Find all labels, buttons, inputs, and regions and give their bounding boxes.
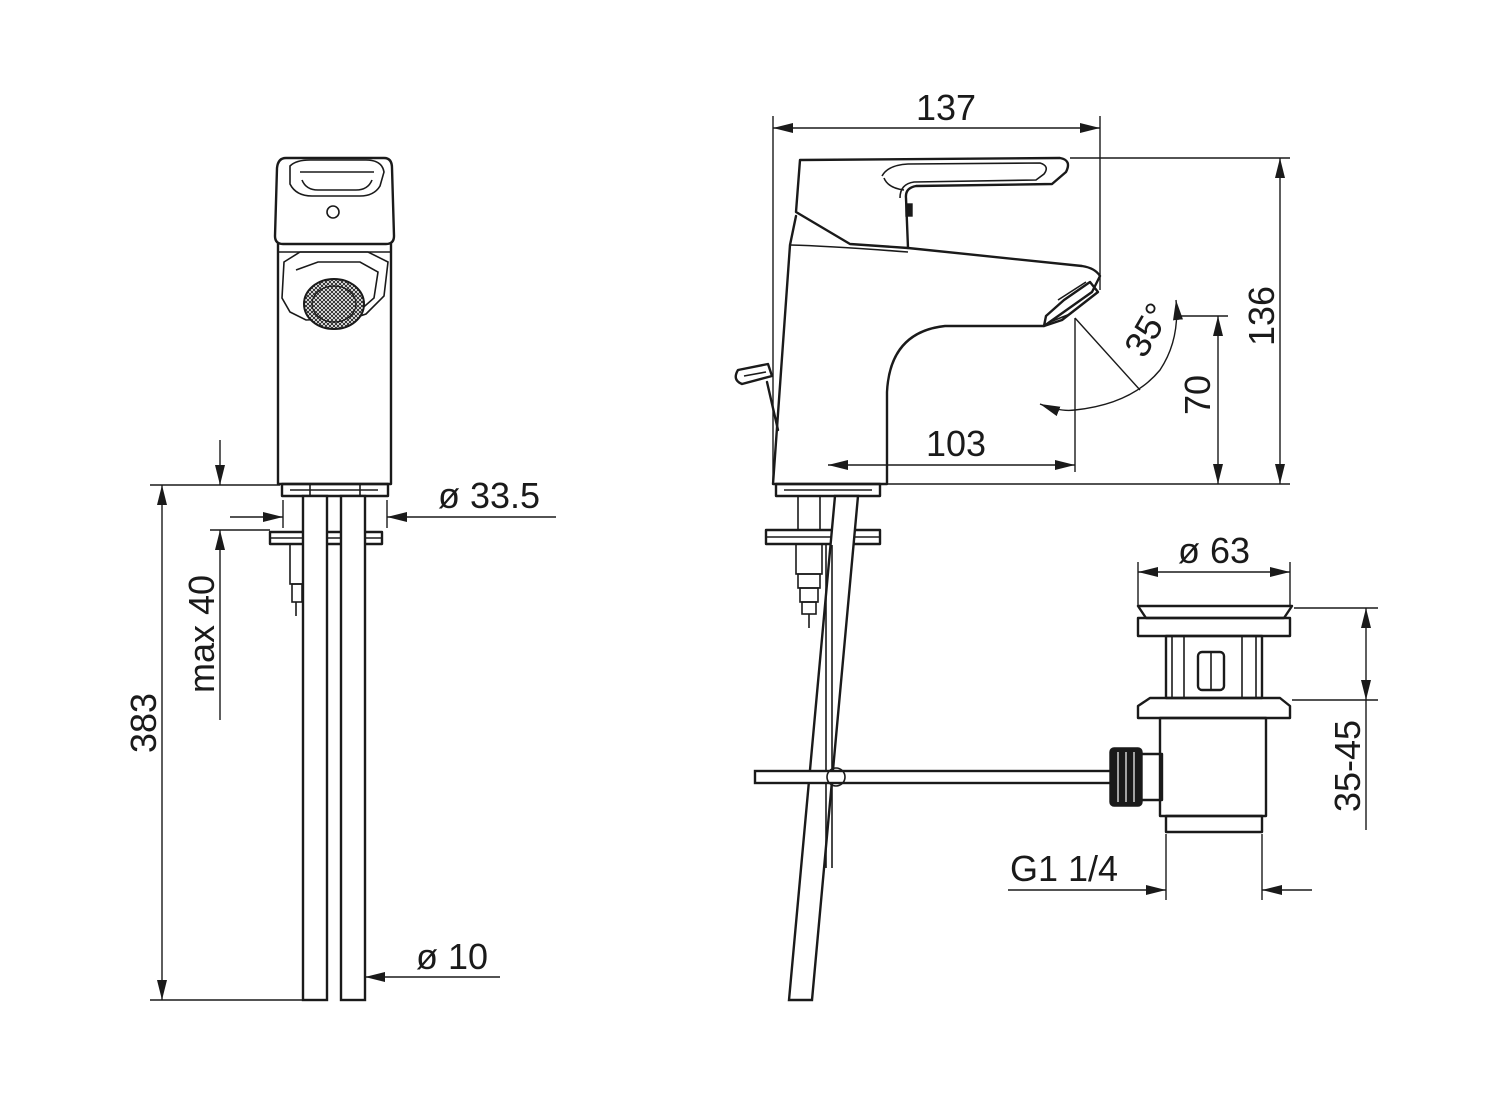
side-pipe <box>787 494 860 1002</box>
front-pipe-left <box>301 494 329 1002</box>
dim-max-40-label: max 40 <box>181 575 222 693</box>
dim-thread-g1-1-4-label: G1 1/4 <box>1010 848 1118 889</box>
dim-35-45: 35-45 <box>1292 607 1378 830</box>
dim-136: 136 <box>887 157 1290 485</box>
dim-103-label: 103 <box>926 423 986 464</box>
dim-diameter-63: ø 63 <box>1137 530 1291 606</box>
dim-35-45-label: 35-45 <box>1327 720 1368 812</box>
waste-flange <box>1136 604 1294 620</box>
dim-max-40: max 40 <box>181 440 270 720</box>
dim-103: 103 <box>828 318 1076 472</box>
waste-nut <box>1136 696 1292 720</box>
dim-383-label: 383 <box>123 693 164 753</box>
dim-diameter-10-label: ø 10 <box>416 936 488 977</box>
side-base <box>764 482 882 628</box>
dim-70: 70 <box>1177 315 1228 484</box>
waste-rod <box>753 767 1115 787</box>
dim-70-label: 70 <box>1177 375 1218 415</box>
dim-diameter-33-5-label: ø 33.5 <box>438 475 540 516</box>
dim-137: 137 <box>772 87 1101 484</box>
dim-diameter-10: ø 10 <box>365 936 500 982</box>
front-pipe-right <box>339 494 367 1002</box>
front-view: 383 max 40 ø 33.5 ø 10 <box>123 156 556 1002</box>
dim-137-label: 137 <box>916 87 976 128</box>
dim-diameter-33-5: ø 33.5 <box>230 475 556 528</box>
side-lever <box>794 156 1070 250</box>
front-lever <box>273 156 396 246</box>
dim-383: 383 <box>123 484 304 1001</box>
dim-136-label: 136 <box>1241 286 1282 346</box>
side-popup-knob <box>734 362 780 432</box>
dim-diameter-63-label: ø 63 <box>1178 530 1250 571</box>
front-body <box>276 242 393 486</box>
front-base <box>268 482 390 616</box>
dim-thread-g1-1-4: G1 1/4 <box>1008 834 1312 900</box>
waste-view: ø 63 35-45 G1 1/4 <box>1008 530 1378 900</box>
